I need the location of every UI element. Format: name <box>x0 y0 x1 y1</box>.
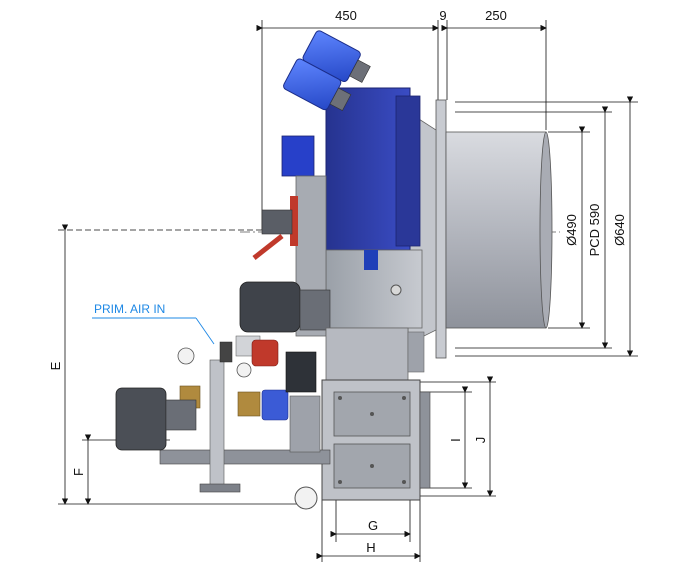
dim-h: H <box>366 540 375 555</box>
blast-tube <box>445 131 547 329</box>
servo-motors <box>283 30 371 111</box>
oil-pump-motor <box>115 387 167 451</box>
dim-450: 450 <box>335 8 357 23</box>
dim-d490: Ø490 <box>564 214 579 246</box>
oil-valve-train <box>115 335 331 510</box>
mounting-flange <box>435 99 447 359</box>
dim-j: J <box>473 437 488 444</box>
burner-body <box>115 30 553 510</box>
dim-f: F <box>71 468 86 476</box>
dimension-lines <box>58 20 638 562</box>
air-damper-box <box>321 379 431 501</box>
dim-e: E <box>48 361 63 370</box>
dim-pcd590: PCD 590 <box>587 204 602 257</box>
dim-9: 9 <box>439 8 446 23</box>
dim-250: 250 <box>485 8 507 23</box>
prim-air-in-label: PRIM. AIR IN <box>94 302 165 316</box>
dim-g: G <box>368 518 378 533</box>
blue-bracket <box>364 250 378 270</box>
control-bracket <box>281 135 315 177</box>
dim-d640: Ø640 <box>612 214 627 246</box>
oil-pump <box>239 281 301 333</box>
dim-i: I <box>448 438 463 442</box>
